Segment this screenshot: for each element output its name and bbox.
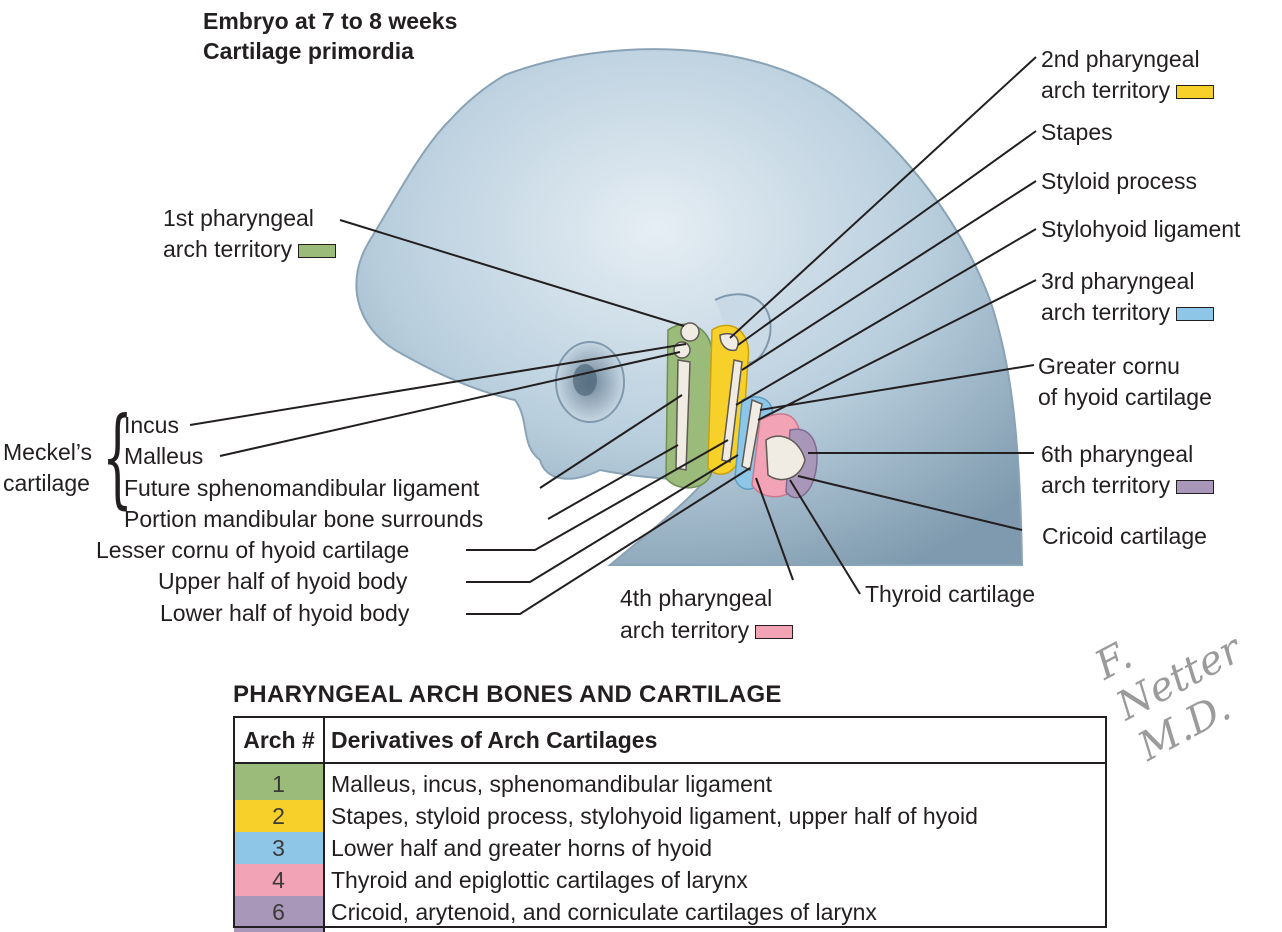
thyroid-label: Thyroid cartilage [865,581,1036,607]
stylohyoid-label: Stylohyoid ligament [1041,216,1241,242]
arch4-territory-label-2: arch territory [620,616,794,644]
derivatives-cell: Stapes, styloid process, stylohyoid liga… [331,803,978,829]
incus-label: Incus [124,412,179,438]
arch4-swatch [755,624,794,639]
greater-cornu-label: Greater cornu [1038,353,1180,379]
portion-mandibular-label: Portion mandibular bone surrounds [124,506,484,532]
meckels-brace: { [102,395,133,520]
arch-number-cell: 2 [234,800,325,832]
meckels-label-2: cartilage [3,470,90,496]
upper-half-hyoid-label: Upper half of hyoid body [158,568,408,594]
arch1-territory-label: 1st pharyngeal [163,205,314,231]
arch-number-cell: 4 [234,864,325,896]
derivatives-cell: Lower half and greater horns of hyoid [331,835,713,861]
arch-number-cell: 6 [234,896,325,932]
meckels-label: Meckel’s [3,439,93,465]
arch1-territory-label-2: arch territory [163,235,337,263]
future-spheno-label: Future sphenomandibular ligament [124,475,480,501]
greater-cornu-label-2: of hyoid cartilage [1038,384,1212,410]
cricoid-label: Cricoid cartilage [1042,523,1207,549]
table-header-row: Arch # Derivatives of Arch Cartilages [233,716,1107,764]
malleus-label: Malleus [124,443,204,469]
arch2-swatch [1176,84,1215,99]
styloid-label: Styloid process [1041,168,1197,194]
header-derivatives: Derivatives of Arch Cartilages [323,716,1107,764]
lesser-cornu-label: Lesser cornu of hyoid cartilage [96,537,410,563]
arch1-swatch [298,243,337,258]
arch2-territory-label: 2nd pharyngeal [1041,46,1200,72]
arch2-territory-label-2: arch territory [1041,76,1215,104]
derivatives-cell: Cricoid, arytenoid, and corniculate cart… [331,899,877,925]
lower-half-hyoid-label: Lower half of hyoid body [160,600,410,626]
derivatives-cell: Malleus, incus, sphenomandibular ligamen… [331,771,773,797]
figure-title: Embryo at 7 to 8 weeks [203,8,458,34]
figure-subtitle: Cartilage primordia [203,38,414,64]
header-arch: Arch # [233,716,325,764]
arch-number-cell: 1 [234,763,325,800]
table-title: PHARYNGEAL ARCH BONES AND CARTILAGE [233,681,782,708]
arch-number-cell: 3 [234,832,325,864]
embryo-body [355,48,1024,566]
arch3-territory-label: 3rd pharyngeal [1041,268,1195,294]
arch4-territory-label: 4th pharyngeal [620,585,773,611]
arch3-territory-label-2: arch territory [1041,298,1215,326]
arch6-territory-label-2: arch territory [1041,471,1215,499]
arch3-swatch [1176,306,1215,321]
derivatives-cell: Thyroid and epiglottic cartilages of lar… [331,867,748,893]
arch6-territory-label: 6th pharyngeal [1041,441,1194,467]
arch6-swatch [1176,479,1215,494]
stapes-label: Stapes [1041,119,1113,145]
